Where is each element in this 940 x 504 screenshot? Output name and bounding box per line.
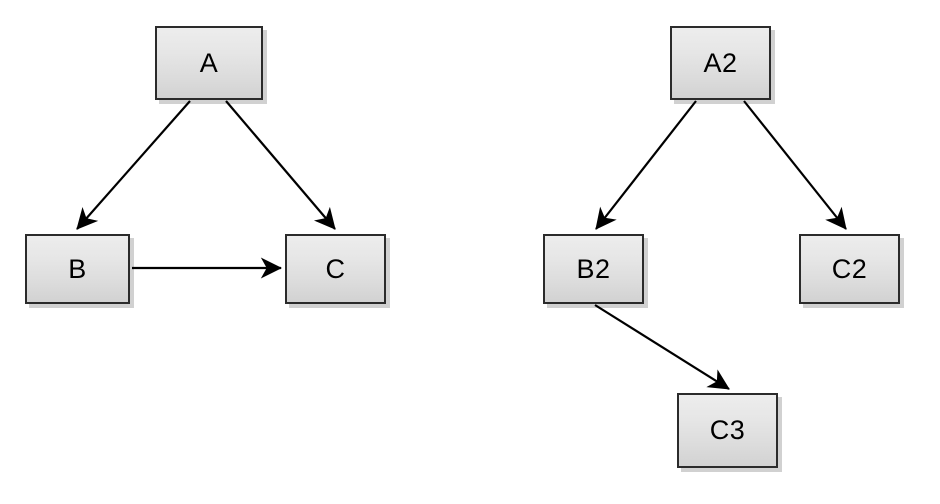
node-a2-label: A2 [703,47,738,78]
edge-a-to-c [225,100,336,230]
node-b2-label: B2 [576,253,611,284]
node-c2[interactable]: C2 [799,234,900,304]
node-b-label: B [68,253,87,284]
node-a[interactable]: A [155,26,263,100]
node-c3[interactable]: C3 [677,393,778,468]
edge-a2-to-b2 [595,100,697,230]
node-b2[interactable]: B2 [543,234,644,304]
node-a-label: A [199,47,219,78]
node-b[interactable]: B [25,234,130,304]
node-c2-label: C2 [831,253,868,284]
edge-a2-to-c2 [743,100,847,230]
edge-b2-to-c3 [594,304,730,390]
node-c-label: C [325,253,346,284]
node-a2[interactable]: A2 [670,26,771,100]
node-c[interactable]: C [285,234,386,304]
node-c3-label: C3 [709,415,746,445]
edge-a-to-b [76,100,191,230]
